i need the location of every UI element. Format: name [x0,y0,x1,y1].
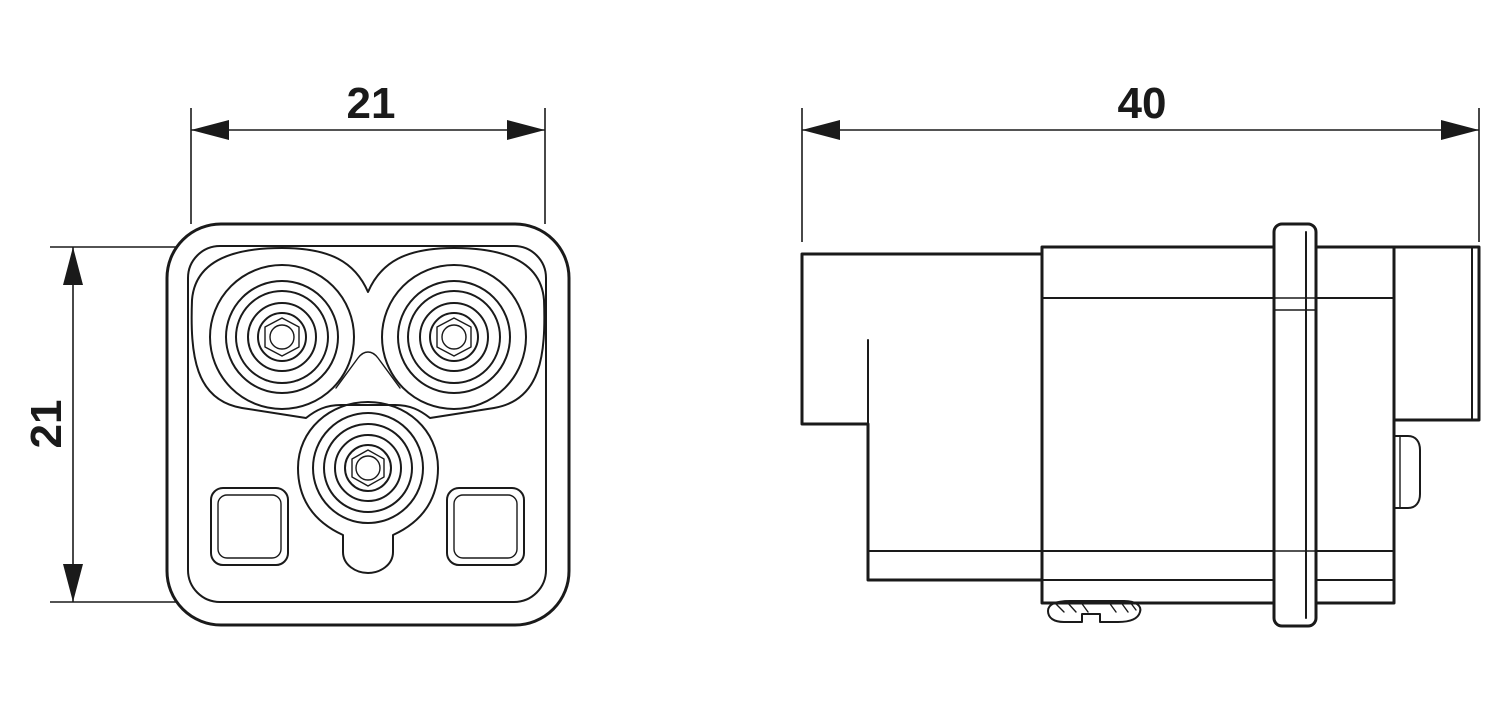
arrow-head-top [63,247,83,285]
coding-pocket-right [446,487,525,566]
front-height-label: 21 [22,400,71,449]
latch-tab [1393,435,1421,509]
connector-front-view [165,222,571,627]
insert-outline [190,247,546,419]
contact-pin-1 [209,264,355,410]
side-length-dimension: 40 [801,79,1480,242]
front-height-dimension: 21 [22,246,178,603]
coding-pocket-left [210,487,289,566]
arrow-head-left [802,120,840,140]
front-width-dimension: 21 [190,79,546,224]
hex-socket-icon [351,449,385,487]
hex-socket-icon [436,317,472,357]
insert-web [335,351,401,389]
arrow-head-right [1441,120,1479,140]
arrow-head-bottom [63,564,83,602]
housing-inner [187,245,547,603]
housing-outer [165,222,571,627]
arrow-head-left [191,120,229,140]
side-length-label: 40 [1118,79,1167,128]
contact-pin-3 [297,401,439,574]
main-body [1040,245,1396,605]
connector-side-view [800,222,1481,628]
hex-socket-icon [264,317,300,357]
spring-clip [1047,600,1142,623]
contact-pin-2 [381,264,527,410]
pin-collar [297,401,439,574]
front-width-label: 21 [347,79,396,128]
front-nose [1392,245,1481,422]
mounting-flange [1272,222,1318,628]
arrow-head-right [507,120,545,140]
rear-block [800,252,1044,582]
